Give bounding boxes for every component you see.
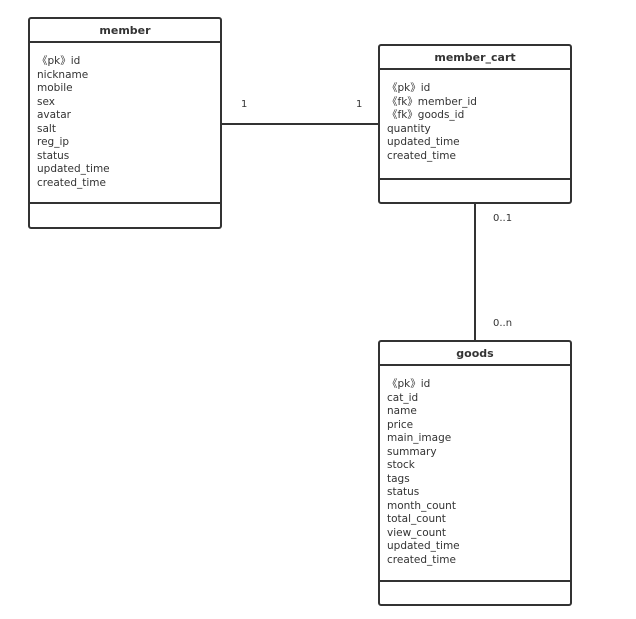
entity-member-cart[interactable]: member_cart 《pk》id 《fk》member_id 《fk》goo… xyxy=(378,44,572,204)
attribute: created_time xyxy=(37,176,106,189)
attribute: status xyxy=(37,149,70,162)
attribute: name xyxy=(387,405,417,417)
attribute: mobile xyxy=(37,82,73,94)
attribute: salt xyxy=(37,122,56,135)
attribute: view_count xyxy=(387,526,447,539)
attribute: 《fk》member_id xyxy=(387,95,477,108)
attribute: summary xyxy=(387,445,437,458)
entity-title: member_cart xyxy=(380,46,570,70)
attribute: created_time xyxy=(387,149,456,162)
attribute: sex xyxy=(37,95,55,108)
attribute: nickname xyxy=(37,68,89,81)
multiplicity-cart-to-goods: 0..1 xyxy=(493,213,513,224)
entity-goods[interactable]: goods 《pk》id cat_id name price main_imag… xyxy=(378,340,572,606)
attribute: month_count xyxy=(387,499,456,512)
attribute: created_time xyxy=(387,553,456,566)
attribute: total_count xyxy=(387,513,446,525)
multiplicity-goods-side: 0..n xyxy=(493,318,513,329)
attribute: price xyxy=(387,418,414,431)
attribute: status xyxy=(387,486,420,498)
attribute: 《pk》id xyxy=(387,378,431,390)
attribute: 《fk》goods_id xyxy=(387,109,465,121)
attribute: updated_time xyxy=(387,136,460,148)
attribute: quantity xyxy=(387,122,431,135)
entity-title: goods xyxy=(380,342,570,366)
multiplicity-cart-side: 1 xyxy=(356,99,363,110)
multiplicity-member-side: 1 xyxy=(241,99,248,110)
entity-attributes: 《pk》id nickname mobile sex avatar salt r… xyxy=(30,43,220,204)
entity-title: member xyxy=(30,19,220,43)
attribute: updated_time xyxy=(387,540,460,552)
attribute: updated_time xyxy=(37,163,110,175)
attribute: main_image xyxy=(387,432,452,444)
attribute: avatar xyxy=(37,109,71,121)
attribute: tags xyxy=(387,472,410,485)
entity-attributes: 《pk》id cat_id name price main_image summ… xyxy=(380,366,570,582)
attribute: 《pk》id xyxy=(37,55,81,67)
attribute: cat_id xyxy=(387,391,419,404)
attribute: 《pk》id xyxy=(387,82,431,94)
attribute: stock xyxy=(387,459,415,471)
entity-attributes: 《pk》id 《fk》member_id 《fk》goods_id quanti… xyxy=(380,70,570,180)
attribute: reg_ip xyxy=(37,136,70,148)
entity-member[interactable]: member 《pk》id nickname mobile sex avatar… xyxy=(28,17,222,229)
